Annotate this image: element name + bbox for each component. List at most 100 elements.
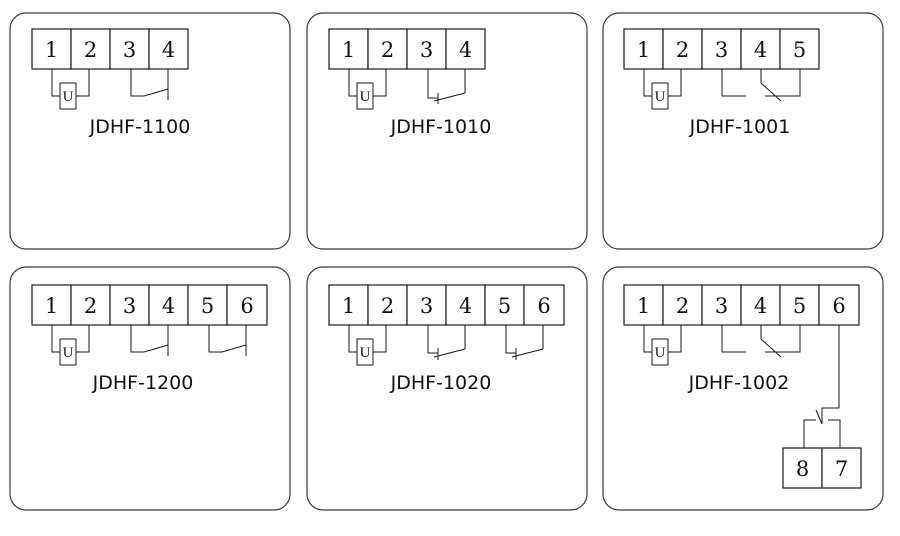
terminal-3 <box>406 284 447 326</box>
terminal-1 <box>31 284 72 326</box>
terminal-strip: 1 2 3 4 <box>328 28 486 70</box>
terminal-2 <box>70 28 111 70</box>
terminal-2-label: 2 <box>676 294 689 318</box>
coil-wiring <box>51 325 90 353</box>
terminal-4-label: 4 <box>459 38 472 62</box>
terminal-3 <box>406 28 447 70</box>
no-contact-3-4 <box>130 69 169 100</box>
changeover-contact <box>721 69 801 102</box>
model-label: JDHF-1020 <box>390 372 492 394</box>
coil-label: U <box>360 89 371 105</box>
terminal-5 <box>779 28 820 70</box>
terminal-2 <box>70 284 111 326</box>
changeover-contact <box>721 325 801 358</box>
panel-frame <box>602 12 884 250</box>
terminal-1 <box>623 28 664 70</box>
terminal-1-label: 1 <box>45 294 58 318</box>
terminal-5-label: 5 <box>793 38 806 62</box>
terminal-3-label: 3 <box>715 294 728 318</box>
panel-jdhf-1002: 1 2 3 4 5 6 U 8 7 JDHF-1002 <box>602 266 884 511</box>
terminal-4-label: 4 <box>162 38 175 62</box>
terminal-3-label: 3 <box>420 294 433 318</box>
coil-box <box>356 82 374 110</box>
terminal-1-label: 1 <box>342 38 355 62</box>
terminal-5 <box>187 284 228 326</box>
terminal-strip: 1 2 3 4 5 6 <box>623 284 860 326</box>
terminal-4-label: 4 <box>754 294 767 318</box>
terminal-3-label: 3 <box>123 294 136 318</box>
coil-wiring <box>643 69 682 97</box>
terminal-2 <box>662 284 703 326</box>
terminal-4-label: 4 <box>162 294 175 318</box>
coil-box <box>651 338 669 366</box>
model-label: JDHF-1100 <box>89 116 191 138</box>
terminal-2 <box>367 284 408 326</box>
changeover-contact-lower <box>803 325 841 448</box>
coil-label: U <box>63 345 74 361</box>
coil-box <box>651 82 669 110</box>
terminal-4 <box>445 28 486 70</box>
terminal-8-label: 8 <box>796 457 809 481</box>
no-contact-5-6 <box>208 325 247 356</box>
terminal-4-label: 4 <box>459 294 472 318</box>
coil-wiring <box>51 69 90 97</box>
coil-box <box>356 338 374 366</box>
terminal-4 <box>740 28 781 70</box>
model-label: JDHF-1010 <box>390 116 492 138</box>
terminal-4 <box>148 284 189 326</box>
terminal-1-label: 1 <box>45 38 58 62</box>
terminal-2-label: 2 <box>84 38 97 62</box>
terminal-3-label: 3 <box>715 38 728 62</box>
terminal-strip: 1 2 3 4 5 6 <box>328 284 565 326</box>
terminal-1-label: 1 <box>342 294 355 318</box>
coil-wiring <box>348 325 387 353</box>
model-label: JDHF-1001 <box>689 116 791 138</box>
coil-label: U <box>360 345 371 361</box>
terminal-4 <box>740 284 781 326</box>
terminal-7 <box>821 447 862 489</box>
coil-wiring <box>643 325 682 353</box>
terminal-4-label: 4 <box>754 38 767 62</box>
panel-jdhf-1100: 1 2 3 4 U JDHF-1100 <box>9 12 291 250</box>
terminal-3 <box>109 284 150 326</box>
terminal-5-label: 5 <box>498 294 511 318</box>
panel-frame <box>9 12 291 250</box>
terminal-6 <box>226 284 268 326</box>
nc-contact-5-6 <box>505 325 544 360</box>
terminal-2-label: 2 <box>676 38 689 62</box>
panel-jdhf-1020: 1 2 3 4 5 6 U JDHF-1020 <box>306 266 588 511</box>
terminal-strip: 1 2 3 4 5 6 <box>31 284 268 326</box>
nc-contact-3-4 <box>427 69 466 104</box>
coil-label: U <box>655 345 666 361</box>
terminal-4 <box>445 284 486 326</box>
coil-box <box>59 338 77 366</box>
terminal-3 <box>701 28 742 70</box>
panel-jdhf-1010: 1 2 3 4 U JDHF-1010 <box>306 12 588 250</box>
terminal-5-label: 5 <box>201 294 214 318</box>
terminal-1 <box>328 28 369 70</box>
nc-contact-3-4 <box>427 325 466 360</box>
model-label: JDHF-1200 <box>92 372 194 394</box>
terminal-7-label: 7 <box>835 457 848 481</box>
terminal-5-label: 5 <box>793 294 806 318</box>
terminal-6-label: 6 <box>537 294 550 318</box>
terminal-6-label: 6 <box>832 294 845 318</box>
terminal-3 <box>109 28 150 70</box>
terminal-3-label: 3 <box>420 38 433 62</box>
terminal-3-label: 3 <box>123 38 136 62</box>
terminal-strip: 1 2 3 4 <box>31 28 189 70</box>
terminal-strip: 1 2 3 4 5 <box>623 28 820 70</box>
panel-frame <box>306 12 588 250</box>
panel-frame <box>306 266 588 511</box>
coil-label: U <box>655 89 666 105</box>
terminal-1 <box>328 284 369 326</box>
no-contact-3-4 <box>130 325 169 356</box>
terminal-1 <box>31 28 72 70</box>
extra-terminal-strip: 8 7 <box>782 447 862 489</box>
model-label: JDHF-1002 <box>688 372 790 394</box>
coil-wiring <box>348 69 387 97</box>
terminal-2 <box>367 28 408 70</box>
coil-label: U <box>63 89 74 105</box>
terminal-2-label: 2 <box>84 294 97 318</box>
